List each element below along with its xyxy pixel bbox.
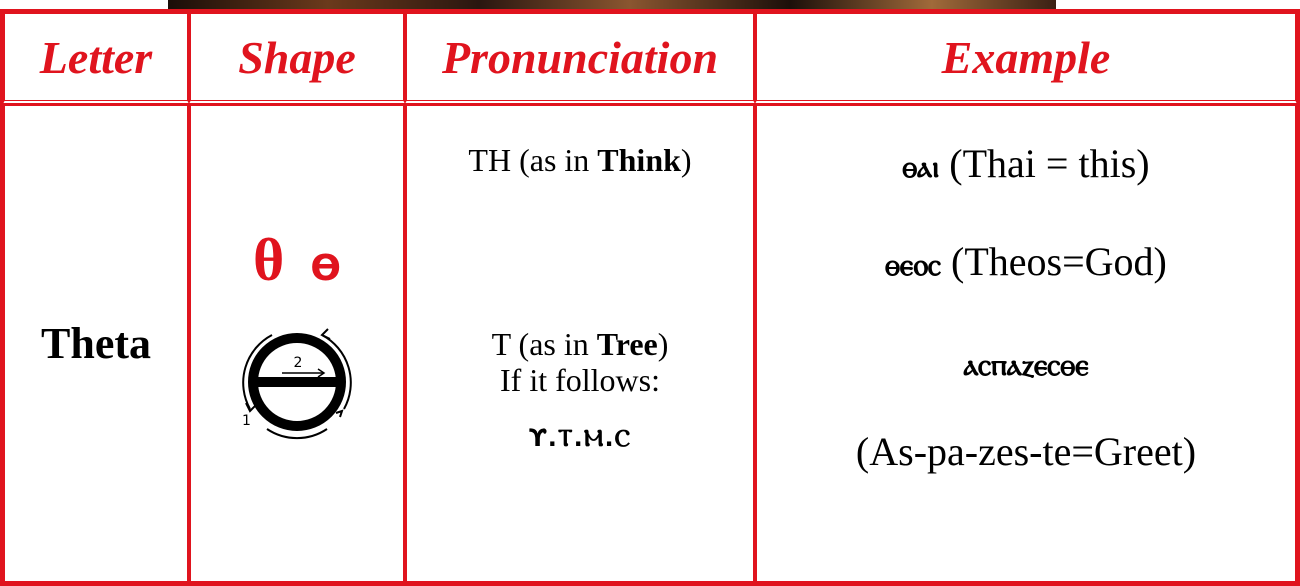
stroke-number-2: 2 [294, 355, 303, 371]
shape-capital-glyph: θ [253, 227, 285, 293]
example-item: ⲁⲥⲡⲁⲍⲉⲥⲑⲉ [963, 348, 1089, 383]
header-photo-strip [168, 0, 1056, 10]
pronunciation-follow-text: If it follows: [500, 362, 660, 398]
example-item: ⲑⲁⲓ (Thai = this) [902, 141, 1150, 186]
pronunciation-cell: TH (as in Think) T (as in Tree)If it fol… [405, 104, 755, 583]
pronunciation-t: T (as in Tree)If it follows: [491, 326, 669, 398]
letter-name: Theta [41, 319, 151, 368]
shape-small-glyph: ϴ [310, 248, 341, 289]
letter-name-cell: Theta [3, 104, 189, 583]
stroke-number-1: 1 [242, 413, 251, 429]
header-example: Example [755, 12, 1297, 104]
example-cell: ⲑⲁⲓ (Thai = this) ⲑⲉⲟⲥ (Theos=God) ⲁⲥⲡⲁⲍ… [755, 104, 1297, 583]
header-letter: Letter [3, 12, 189, 104]
header-shape: Shape [189, 12, 405, 104]
stroke-order-diagram-icon: 2 1 [242, 328, 352, 440]
coptic-alphabet-table: Letter Shape Pronunciation Example Theta… [0, 9, 1300, 586]
header-row: Letter Shape Pronunciation Example [3, 12, 1297, 104]
pronunciation-follow-letters: ϒ.Ⲧ.Ⲙ.Ⲥ [528, 424, 632, 452]
example-item: ⲑⲉⲟⲥ (Theos=God) [885, 239, 1167, 284]
pronunciation-th: TH (as in Think) [468, 142, 692, 178]
header-pronunciation: Pronunciation [405, 12, 755, 104]
example-item: (As-pa-zes-te=Greet) [855, 429, 1197, 474]
